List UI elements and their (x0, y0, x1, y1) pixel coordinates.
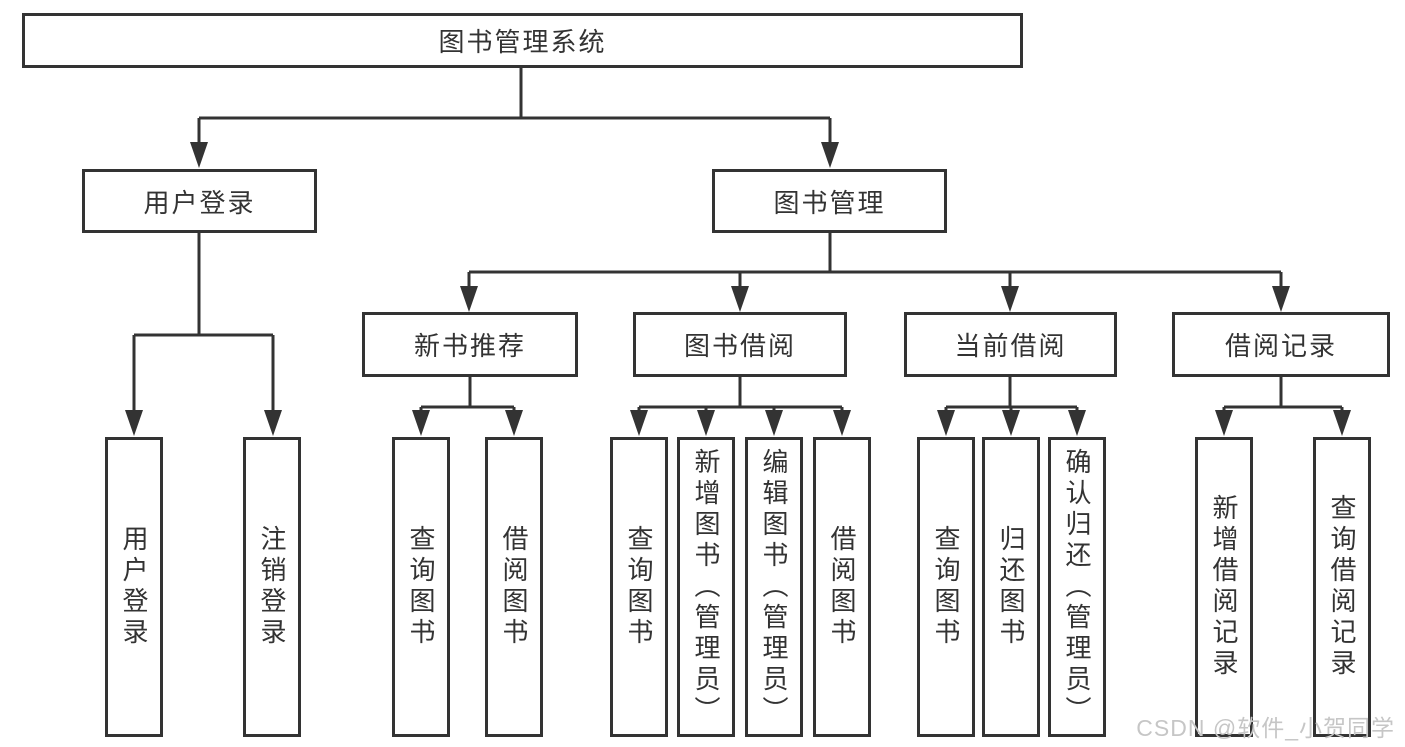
connector-book-borrow-children (630, 377, 851, 436)
node-current-borrow: 当前借阅 (904, 312, 1117, 377)
leaf-query-books-borrow: 查询图书 (610, 437, 668, 737)
connector-borrow-records-children (1215, 377, 1351, 436)
leaf-add-borrow-record: 新增借阅记录 (1195, 437, 1253, 737)
connector-user-login-children (125, 233, 282, 436)
connector-new-book-recommend-children (412, 377, 523, 436)
leaf-query-books-current: 查询图书 (917, 437, 975, 737)
leaf-edit-book-admin: 编辑图书（管理员） (745, 437, 803, 737)
leaf-return-books: 归还图书 (982, 437, 1040, 737)
leaf-query-borrow-record: 查询借阅记录 (1313, 437, 1371, 737)
node-book-borrow: 图书借阅 (633, 312, 847, 377)
leaf-user-login: 用户登录 (105, 437, 163, 737)
node-borrow-records: 借阅记录 (1172, 312, 1390, 377)
leaf-logout: 注销登录 (243, 437, 301, 737)
leaf-add-book-admin: 新增图书（管理员） (677, 437, 735, 737)
connector-book-management-children (460, 233, 1290, 312)
connector-root-to-level2 (190, 68, 839, 168)
node-library-management-system: 图书管理系统 (22, 13, 1023, 68)
node-new-book-recommend: 新书推荐 (362, 312, 578, 377)
leaf-borrow-books: 借阅图书 (813, 437, 871, 737)
connector-current-borrow-children (937, 377, 1086, 436)
leaf-query-books-recommend: 查询图书 (392, 437, 450, 737)
watermark-text: CSDN @软件_小贺同学 (1136, 715, 1395, 741)
node-book-management: 图书管理 (712, 169, 947, 233)
leaf-confirm-return-admin: 确认归还（管理员） (1048, 437, 1106, 737)
node-user-login: 用户登录 (82, 169, 317, 233)
leaf-borrow-books-recommend: 借阅图书 (485, 437, 543, 737)
